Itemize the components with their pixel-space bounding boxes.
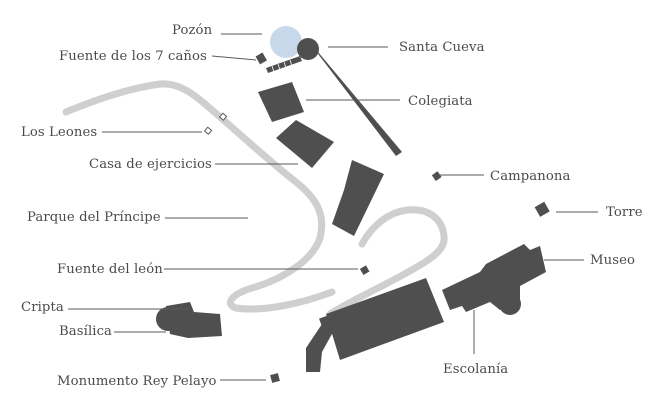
- label-torre: Torre: [606, 205, 643, 220]
- basilica-apse: [306, 312, 344, 372]
- basilica-entry: [319, 313, 335, 327]
- label-escolania: Escolanía: [443, 362, 508, 377]
- leader-fuente-7: [211, 55, 257, 61]
- fuente-leon-marker: [359, 265, 370, 275]
- label-museo: Museo: [590, 253, 635, 268]
- los-leones-marker-1: [218, 112, 228, 121]
- santa-cueva-walkway: [312, 46, 402, 156]
- fuente-7-canos-marker: [255, 52, 267, 65]
- escolania-museo-building: [442, 244, 546, 312]
- label-basilica: Basílica: [59, 324, 112, 339]
- colegiata-building: [258, 82, 304, 122]
- upper-walking-path: [62, 80, 336, 313]
- label-monumento-rey-pelayo: Monumento Rey Pelayo: [57, 374, 217, 389]
- hospederia-building: [332, 160, 384, 236]
- label-casa-ejercicios: Casa de ejercicios: [89, 157, 212, 172]
- museo-rotunda: [499, 293, 521, 315]
- monumento-rey-pelayo-marker: [270, 373, 280, 383]
- los-leones-marker-2: [203, 126, 213, 135]
- label-fuente-7-canos: Fuente de los 7 caños: [59, 49, 207, 64]
- santa-cueva-cave: [297, 38, 319, 60]
- cripta-building-group: [156, 302, 222, 338]
- casa-ejercicios-building: [276, 120, 334, 168]
- basilica-building: [326, 278, 444, 360]
- label-pozon: Pozón: [172, 23, 213, 38]
- label-parque-principe: Parque del Príncipe: [27, 210, 161, 225]
- label-los-leones: Los Leones: [21, 125, 97, 140]
- campanona-marker: [431, 171, 442, 181]
- label-fuente-leon: Fuente del león: [57, 262, 163, 277]
- pozon-pond: [270, 26, 302, 58]
- lower-walking-path: [326, 206, 448, 318]
- label-cripta: Cripta: [21, 300, 64, 315]
- label-colegiata: Colegiata: [408, 94, 473, 109]
- stairs-icon: [266, 56, 302, 73]
- label-campanona: Campanona: [490, 169, 570, 184]
- torre-building: [534, 201, 550, 217]
- label-santa-cueva: Santa Cueva: [399, 40, 485, 55]
